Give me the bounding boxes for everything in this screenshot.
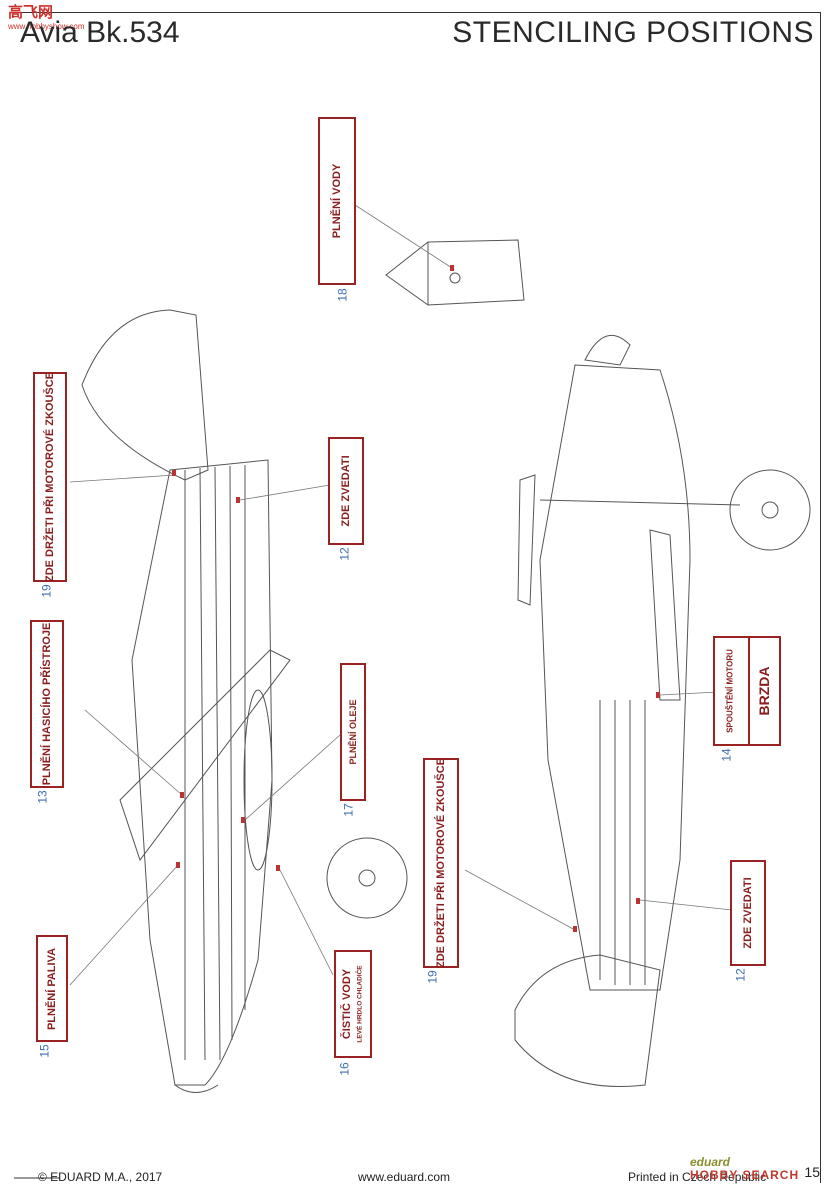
- left-lower-wing: [119, 649, 291, 862]
- stencil-marks: [172, 265, 660, 932]
- callout-19-left: ZDE DRŽETI PŘI MOTOROVÉ ZKOUŠCE: [33, 372, 67, 582]
- leader-lines: [69, 204, 733, 986]
- right-lower-wing: [649, 529, 681, 701]
- right-fuselage: [539, 364, 691, 991]
- hobbysearch-watermark: HOBBY SEARCH: [690, 1168, 800, 1182]
- page-frame: [14, 12, 821, 1183]
- left-radiator: [243, 689, 273, 871]
- page-title: STENCILING POSITIONS: [452, 16, 814, 49]
- right-spinner: [584, 335, 631, 366]
- callout-18: PLNĚNÍ VODY: [318, 117, 356, 285]
- aircraft-title: Avia Bk.534: [20, 16, 180, 49]
- left-tailplane: [81, 309, 209, 481]
- footer-copyright: © EDUARD M.A., 2017: [38, 1170, 163, 1184]
- callout-19-right: ZDE DRŽETI PŘI MOTOROVÉ ZKOUŠCE: [423, 758, 459, 968]
- right-tail: [514, 954, 661, 1088]
- watermark-logo: 高飞网 www.hobbyshow.com: [8, 4, 85, 31]
- callout-12-left: ZDE ZVEDATI: [328, 437, 364, 545]
- eduard-logo: eduard: [690, 1155, 731, 1169]
- callout-16: ČISTIČ VODY LEVÉ HRDLO CHLADIČE: [334, 950, 372, 1058]
- right-upper-wing: [517, 474, 536, 606]
- water-cap: [449, 272, 461, 284]
- left-fuselage: [131, 459, 273, 1086]
- footer-website: www.eduard.com: [358, 1170, 451, 1184]
- callout-15: PLNĚNÍ PALIVA: [36, 935, 68, 1042]
- callout-12-right: ZDE ZVEDATI: [730, 860, 766, 966]
- left-prop-hub: [174, 1084, 219, 1093]
- right-wheel: [729, 469, 811, 551]
- footer-printed: Printed in Czech Republic: [628, 1170, 767, 1184]
- callout-13: PLNĚNÍ HASICÍHO PŘÍSTROJE: [30, 620, 64, 788]
- callout-14: SPOUŠTĚNÍ MOTORU BRZDA: [713, 636, 781, 746]
- callout-17: PLNĚNÍ OLEJE: [340, 663, 366, 801]
- page-number: 15: [804, 1164, 820, 1180]
- left-wheel: [326, 837, 408, 919]
